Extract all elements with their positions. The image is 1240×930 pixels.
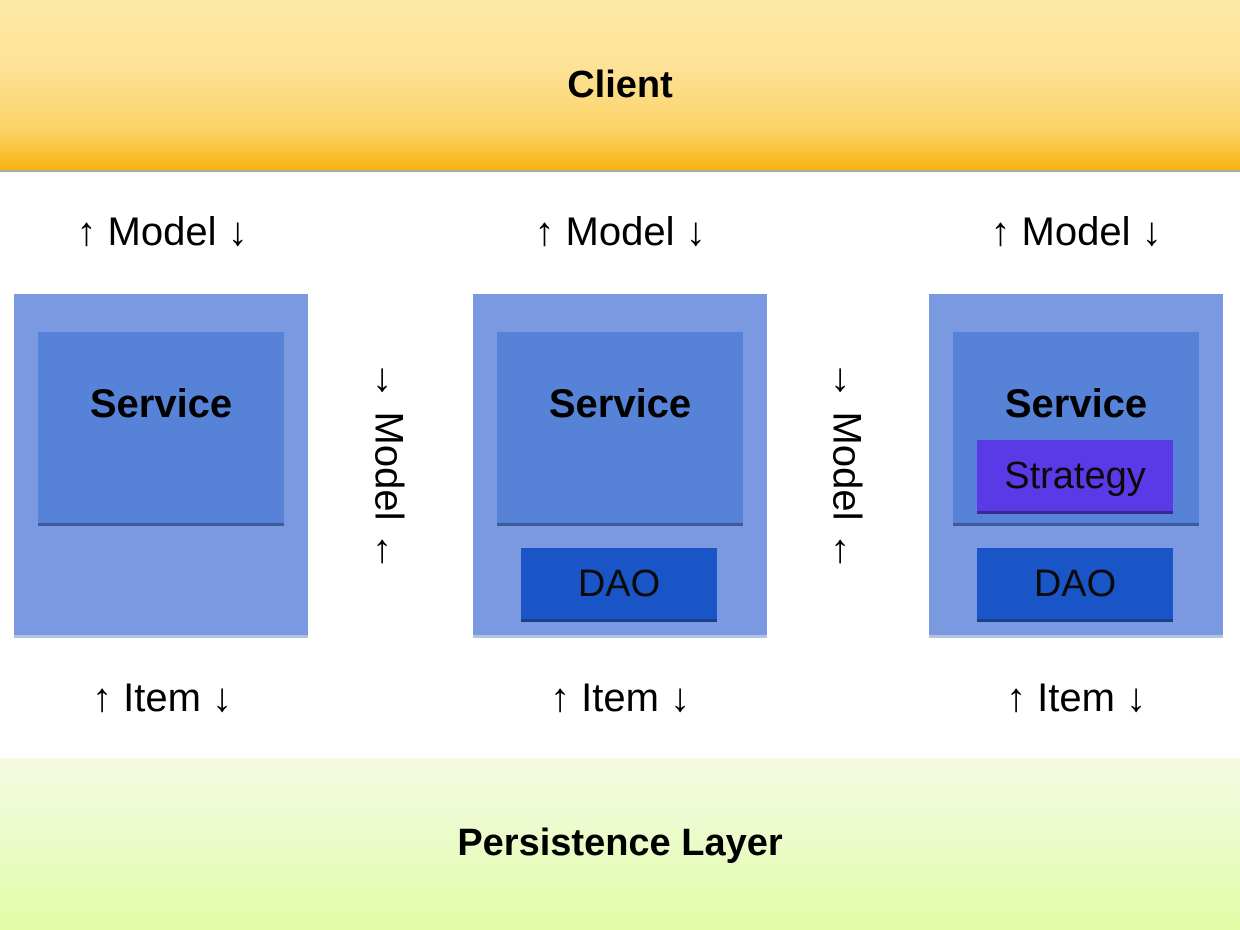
between-flow-2: → Model ← (824, 360, 869, 572)
service-label-1: Service (89, 382, 233, 426)
column-2: Service DAO (473, 294, 767, 638)
dao-box-3: DAO (977, 548, 1173, 622)
column-1: Service (14, 294, 308, 638)
column-2-top-flow: ↑ Model ↓ (534, 210, 706, 254)
column-3-bottom-flow: ↑ Item ↓ (1005, 676, 1147, 720)
persistence-label: Persistence Layer (457, 822, 783, 864)
column-2-bottom-flow: ↑ Item ↓ (549, 676, 691, 720)
service-box-1: Service (38, 332, 284, 526)
strategy-box: Strategy (977, 440, 1173, 514)
persistence-layer: Persistence Layer (0, 758, 1240, 930)
column-1-top-flow: ↑ Model ↓ (76, 210, 248, 254)
client-label: Client (567, 64, 673, 106)
service-box-3: Service Strategy (953, 332, 1199, 526)
client-layer: Client (0, 0, 1240, 172)
column-1-bottom-flow: ↑ Item ↓ (91, 676, 233, 720)
between-flow-1: → Model ← (366, 360, 411, 572)
service-box-2: Service (497, 332, 743, 526)
service-label-2: Service (548, 382, 692, 426)
column-3: Service Strategy DAO (929, 294, 1223, 638)
column-3-top-flow: ↑ Model ↓ (990, 210, 1162, 254)
service-label-3: Service (1004, 382, 1148, 426)
dao-box-2: DAO (521, 548, 717, 622)
